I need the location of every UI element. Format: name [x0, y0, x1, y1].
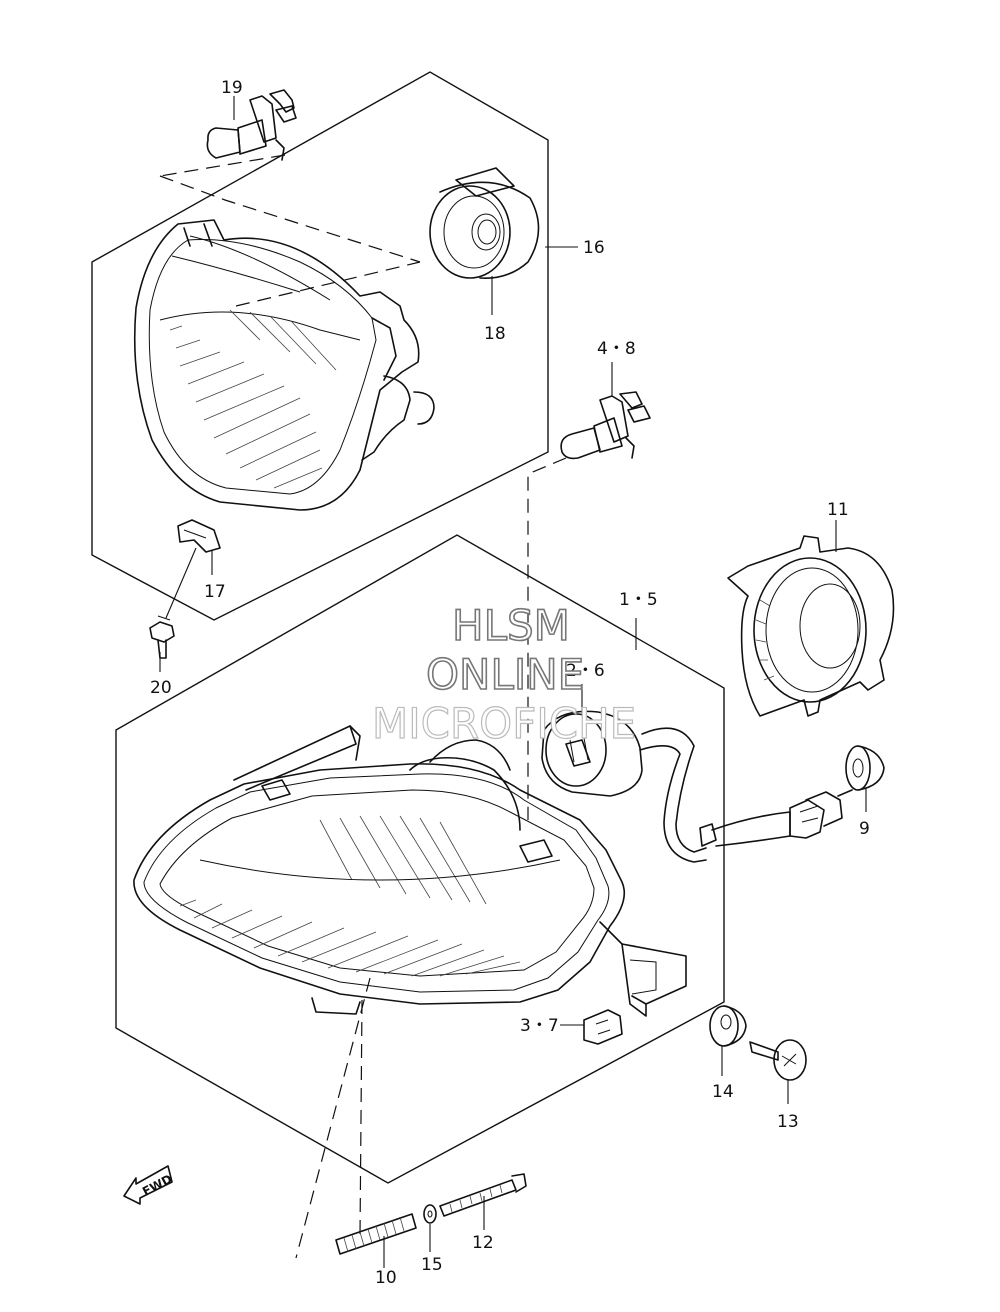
- washer-15-drawing: [423, 1204, 437, 1224]
- fwd-arrow-icon: FWD: [123, 1165, 174, 1205]
- clip-3-7-drawing: [583, 1009, 623, 1045]
- watermark-line-2: ONLINE: [426, 650, 584, 699]
- lower-headlamp-drawing: [133, 725, 687, 1017]
- callout-20: 20: [150, 678, 172, 698]
- watermark: HLSM ONLINE MICROFICHE: [371, 600, 636, 748]
- bolt-13-drawing: [749, 1039, 807, 1081]
- callout-10: 10: [375, 1268, 397, 1288]
- callout-9: 9: [859, 819, 870, 839]
- upper-headlamp-drawing: [133, 219, 435, 511]
- callout-17: 17: [204, 582, 226, 602]
- callout-18: 18: [484, 324, 506, 344]
- watermark-line-1: HLSM: [452, 601, 570, 650]
- guide-upper-diag: [235, 261, 421, 307]
- screw-20-drawing: [149, 615, 175, 659]
- callout-11: 11: [827, 500, 849, 520]
- callout-1-5: 1・5: [619, 590, 658, 610]
- callout-3-7: 3・7: [520, 1016, 559, 1036]
- grommet-14-drawing: [709, 1005, 747, 1047]
- screw-12-drawing: [439, 1173, 527, 1217]
- leader-20-to-clip: [165, 547, 197, 619]
- socket-cover-16-drawing: [429, 167, 540, 279]
- callout-19: 19: [221, 78, 243, 98]
- clip-17-drawing: [177, 519, 221, 553]
- upper-assembly-frame: [91, 71, 549, 621]
- callout-13: 13: [777, 1112, 799, 1132]
- lower-assembly-frame: [115, 534, 725, 1184]
- grommet-9-drawing: [845, 745, 885, 791]
- guide-10b: [359, 999, 363, 1237]
- callout-4-8: 4・8: [597, 339, 636, 359]
- callout-16: 16: [583, 238, 605, 258]
- bulb-4-8-drawing: [560, 391, 651, 460]
- bulb-19-drawing: [206, 89, 297, 161]
- fwd-label: FWD: [140, 1172, 174, 1199]
- callout-12: 12: [472, 1233, 494, 1253]
- guide-10: [295, 977, 371, 1259]
- guide-19b: [159, 154, 286, 177]
- callout-2-6: 2・6: [566, 661, 605, 681]
- guide-4-8: [527, 457, 567, 820]
- callout-14: 14: [712, 1082, 734, 1102]
- callout-15: 15: [421, 1255, 443, 1275]
- watermark-line-3: MICROFICHE: [372, 699, 636, 748]
- guide-19: [159, 175, 421, 263]
- spring-10-drawing: [335, 1213, 417, 1255]
- socket-cover-11-drawing: [727, 535, 895, 717]
